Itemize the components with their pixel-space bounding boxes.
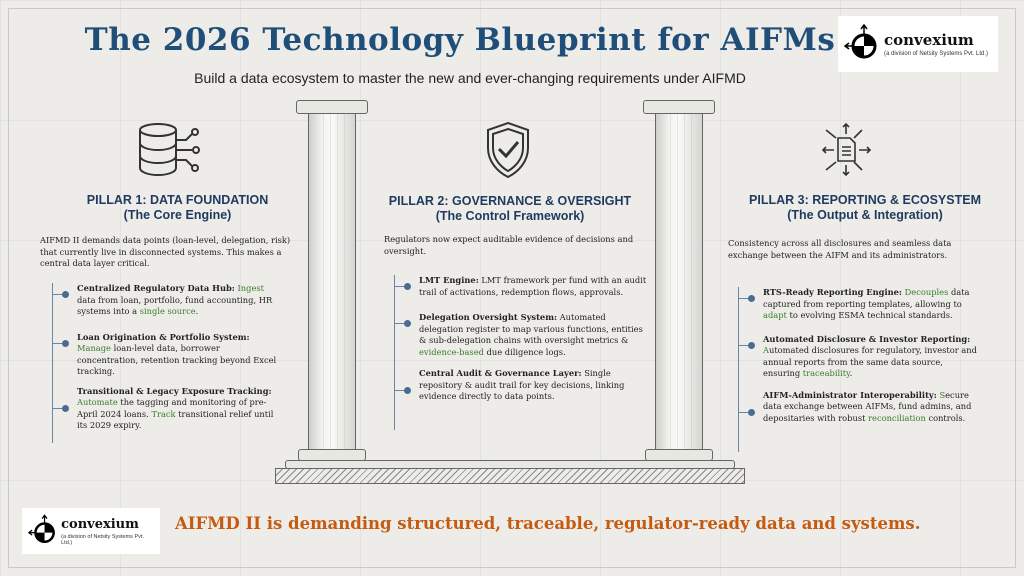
column-right (655, 114, 703, 449)
pillar-3-subtitle: (The Output & Integration) (787, 208, 943, 222)
item-heading: Automated Disclosure & Investor Reportin… (763, 333, 971, 344)
shield-check-icon (487, 121, 529, 179)
pillar-1-heading: PILLAR 1: DATA FOUNDATION(The Core Engin… (40, 193, 315, 223)
pillar-1-items: Centralized Regulatory Data Hub: Ingest … (52, 283, 282, 443)
platform-base (275, 468, 745, 484)
pillar-3-items: RTS-Ready Reporting Engine: Decouples da… (738, 287, 978, 452)
list-item: Automated Disclosure & Investor Reportin… (739, 334, 978, 380)
list-item: Delegation Oversight System: Automated d… (395, 312, 649, 358)
item-text: loan-level data, borrower concentration,… (77, 343, 277, 376)
page-subtitle: Build a data ecosystem to master the new… (194, 70, 746, 86)
pillar-1-description: AIFMD II demands data points (loan-level… (40, 235, 291, 268)
list-item: Central Audit & Governance Layer: Single… (395, 368, 649, 403)
item-text: data captured from reporting templates, … (763, 287, 970, 309)
pillar-2-heading: PILLAR 2: GOVERNANCE & OVERSIGHT(The Con… (375, 194, 645, 224)
logo-tagline: (a division of Netsity Systems Pvt. Ltd.… (884, 51, 989, 57)
item-heading: Loan Origination & Portfolio System: (77, 331, 250, 342)
item-heading: RTS-Ready Reporting Engine: (763, 287, 902, 297)
item-heading: LMT Engine: (419, 275, 479, 285)
item-text: the tagging and monitoring of pre-April … (77, 397, 267, 419)
pillar-2-description: Regulators now expect auditable evidence… (384, 234, 634, 256)
pillar-2-items: LMT Engine: LMT framework per fund with … (394, 275, 649, 430)
pillar-2-title: PILLAR 2: GOVERNANCE & OVERSIGHT (388, 194, 632, 208)
highlight-text: Decouples (904, 287, 949, 297)
highlight-text: A (763, 345, 769, 355)
compass-logo-icon (844, 24, 877, 59)
item-text: transitional relief until its 2029 expir… (77, 408, 274, 431)
pillar-1-subtitle: (The Core Engine) (123, 208, 232, 222)
item-text: due diligence logs. (483, 346, 566, 357)
database-icon (139, 123, 200, 177)
list-item: Centralized Regulatory Data Hub: Ingest … (53, 283, 282, 318)
item-text: . (195, 306, 199, 316)
pillar-3-title: PILLAR 3: REPORTING & ECOSYSTEM (749, 193, 981, 207)
item-heading: Transitional & Legacy Exposure Tracking: (77, 385, 272, 396)
footer-message: AIFMD II is demanding structured, tracea… (175, 514, 921, 533)
item-heading: AIFM-Administrator Interoperability: (763, 389, 937, 400)
highlight-text: S (939, 389, 946, 400)
logo-name: convexium (61, 516, 139, 532)
logo-bottom: convexium(a division of Netsity Systems … (22, 508, 160, 554)
pillar-1-title: PILLAR 1: DATA FOUNDATION (86, 193, 269, 207)
page-title: The 2026 Technology Blueprint for AIFMs (84, 22, 836, 58)
highlight-text: Automate (77, 397, 118, 407)
logo-top: convexium (a division of Netsity Systems … (838, 16, 998, 72)
list-item: RTS-Ready Reporting Engine: Decouples da… (739, 287, 978, 322)
logo-tagline: (a division of Netsity Systems Pvt. Ltd.… (61, 533, 144, 546)
highlight-text: Ingest (237, 283, 264, 293)
frame (8, 8, 1016, 568)
document-network-icon (821, 122, 872, 177)
column-left (308, 114, 356, 449)
item-text: Single repository & audit trail for key … (419, 368, 625, 401)
item-heading: Delegation Oversight System: (419, 312, 558, 322)
highlight-text: single source (139, 306, 196, 316)
highlight-text: adapt (763, 310, 787, 320)
highlight-text: Manage (77, 343, 111, 353)
logo-name: convexium (884, 31, 974, 49)
pillar-2-subtitle: (The Control Framework) (435, 209, 585, 223)
list-item: LMT Engine: LMT framework per fund with … (395, 275, 649, 298)
pillar-3-heading: PILLAR 3: REPORTING & ECOSYSTEM(The Outp… (730, 193, 1000, 223)
column-capital-left (296, 100, 368, 114)
list-item: Transitional & Legacy Exposure Tracking:… (53, 386, 282, 432)
item-text: . (849, 368, 853, 378)
list-item: Loan Origination & Portfolio System: Man… (53, 332, 282, 378)
item-text: to evolving ESMA technical standards. (786, 310, 953, 320)
highlight-text: traceability (802, 368, 850, 378)
compass-logo-icon (28, 514, 55, 544)
item-text: data from loan, portfolio, fund accounti… (77, 294, 273, 317)
highlight-text: evidence-based (419, 346, 484, 357)
item-text: controls. (925, 412, 966, 423)
pillar-3-description: Consistency across all disclosures and s… (728, 238, 952, 260)
item-text: utomated disclosures for regulatory, inv… (763, 345, 977, 378)
item-text: LMT framework per fund with an audit tra… (419, 275, 647, 297)
list-item: AIFM-Administrator Interoperability: Sec… (739, 390, 978, 425)
highlight-text: reconciliation (868, 412, 926, 423)
highlight-text: Track (151, 408, 176, 419)
item-heading: Central Audit & Governance Layer: (419, 368, 582, 378)
item-text: ecure data exchange between AIFMs, fund … (763, 389, 972, 423)
column-capital-right (643, 100, 715, 114)
item-text: Automated delegation register to map var… (419, 312, 643, 345)
item-heading: Centralized Regulatory Data Hub: (77, 283, 235, 293)
